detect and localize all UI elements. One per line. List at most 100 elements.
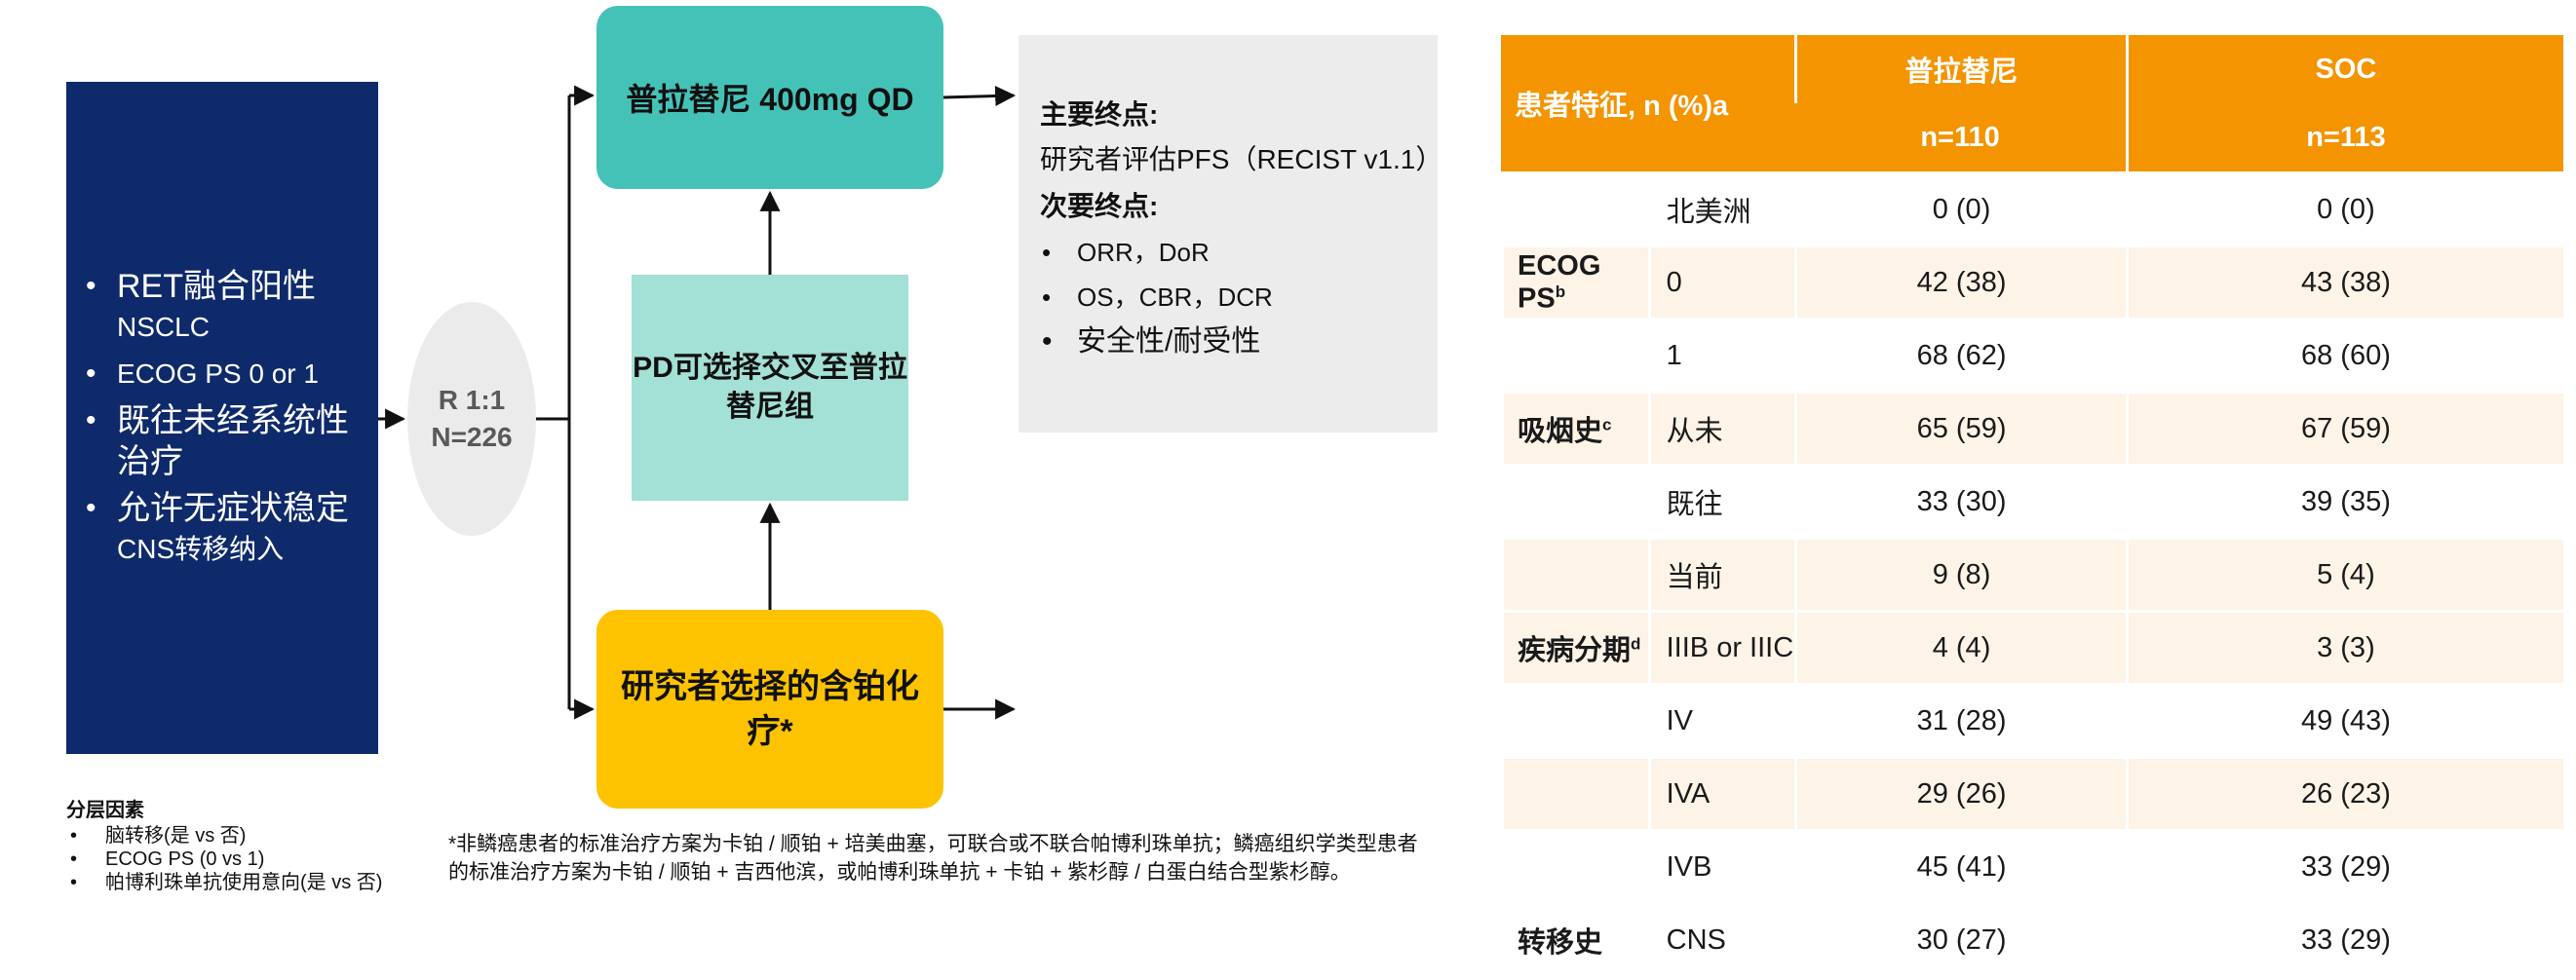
table-cell-category: 吸烟史c	[1501, 391, 1648, 464]
footnote: *非鳞癌患者的标准治疗方案为卡铂 / 顺铂 + 培美曲塞，可联合或不联合帕博利珠…	[448, 833, 1418, 884]
table-cell-soc: 49 (43)	[2125, 683, 2563, 756]
table-cell-soc: 3 (3)	[2125, 610, 2563, 683]
table-cell-pralsetinib: 45 (41)	[1794, 829, 2126, 902]
flow-connectors	[378, 85, 1017, 720]
eligibility-item-sub: ECOG PS 0 or 1	[117, 358, 319, 389]
table-cell-category: 疾病分期d	[1501, 610, 1648, 683]
eligibility-item: 允许无症状稳定 CNS转移纳入	[80, 488, 357, 570]
table-cell-category: 转移史	[1501, 902, 1648, 975]
eligibility-item: ECOG PS 0 or 1	[80, 354, 357, 395]
category-label: ECOG PS	[1518, 249, 1601, 315]
category-label: 疾病分期	[1518, 635, 1632, 666]
table-cell-soc: 68 (60)	[2125, 318, 2563, 391]
table-cell-soc: 0 (0)	[2125, 171, 2563, 245]
table-cell-pralsetinib: 29 (26)	[1794, 756, 2126, 829]
table-cell-category	[1501, 464, 1648, 537]
category-footnote-mark: b	[1555, 282, 1566, 301]
table-header-characteristic: 患者特征, n (%)a	[1501, 35, 1795, 171]
table-cell-category	[1501, 683, 1648, 756]
table-cell-pralsetinib: 65 (59)	[1794, 391, 2126, 464]
stratification-factors: 分层因素 脑转移(是 vs 否) ECOG PS (0 vs 1) 帕博利珠单抗…	[66, 799, 437, 894]
eligibility-item-main: 既往未经系统性治疗	[117, 402, 349, 480]
secondary-endpoint-item: 安全性/耐受性	[1040, 320, 1438, 364]
eligibility-item-sub: CNS转移纳入	[117, 534, 285, 564]
table-header-pralsetinib-n: n=110	[1794, 103, 2126, 171]
eligibility-item-main: 允许无症状稳定	[117, 490, 349, 527]
table-cell-soc: 33 (29)	[2125, 902, 2563, 975]
secondary-endpoint-item: ORR，DoR	[1040, 230, 1438, 275]
table-cell-subgroup: 0	[1647, 245, 1795, 318]
category-footnote-mark: c	[1602, 415, 1612, 434]
table-cell-subgroup: 北美洲	[1647, 171, 1795, 245]
table-cell-category: ECOG PSb	[1501, 245, 1648, 318]
primary-endpoint-title: 主要终点:	[1040, 99, 1159, 130]
table-cell-soc: 33 (29)	[2125, 829, 2563, 902]
category-footnote-mark: d	[1631, 634, 1641, 654]
eligibility-item-sub: NSCLC	[117, 312, 210, 342]
category-label: 转移史	[1518, 927, 1603, 959]
category-label: 吸烟史	[1518, 416, 1603, 447]
stratification-item: 帕博利珠单抗使用意向(是 vs 否)	[66, 871, 437, 894]
table-cell-soc: 39 (35)	[2125, 464, 2563, 537]
chemo-arm: 研究者选择的含铂化疗*	[596, 610, 943, 809]
table-cell-subgroup: 当前	[1647, 537, 1795, 610]
table-cell-subgroup: CNS	[1647, 902, 1795, 975]
primary-endpoint: 研究者评估PFS（RECIST v1.1）	[1040, 144, 1443, 174]
eligibility-item-main: RET融合阳性	[117, 268, 316, 305]
table-header-soc: SOC	[2125, 35, 2563, 103]
table-cell-category	[1501, 756, 1648, 829]
randomization-node: R 1:1 N=226	[407, 302, 536, 536]
table-cell-pralsetinib: 42 (38)	[1794, 245, 2126, 318]
table-cell-category	[1501, 318, 1648, 391]
table-cell-category	[1501, 537, 1648, 610]
table-cell-subgroup: IVB	[1647, 829, 1795, 902]
table-cell-subgroup: 从未	[1647, 391, 1795, 464]
table-header-pralsetinib: 普拉替尼	[1794, 35, 2126, 103]
table-cell-subgroup: IV	[1647, 683, 1795, 756]
eligibility-box: RET融合阳性 NSCLC ECOG PS 0 or 1 既往未经系统性治疗 允…	[66, 82, 378, 754]
table-cell-soc: 26 (23)	[2125, 756, 2563, 829]
pralsetinib-arm: 普拉替尼 400mg QD	[596, 6, 943, 189]
stratification-title: 分层因素	[66, 800, 144, 821]
table-cell-subgroup: IIIB or IIIC	[1647, 610, 1795, 683]
randomization-n: N=226	[431, 422, 513, 452]
stratification-item: 脑转移(是 vs 否)	[66, 824, 437, 848]
table-cell-pralsetinib: 33 (30)	[1794, 464, 2126, 537]
table-cell-pralsetinib: 68 (62)	[1794, 318, 2126, 391]
table-cell-subgroup: IVA	[1647, 756, 1795, 829]
table-header-soc-n: n=113	[2125, 103, 2563, 171]
secondary-endpoint-title: 次要终点:	[1040, 191, 1159, 221]
table-cell-soc: 67 (59)	[2125, 391, 2563, 464]
table-cell-soc: 43 (38)	[2125, 245, 2563, 318]
stratification-item: ECOG PS (0 vs 1)	[66, 848, 437, 871]
crossover-box: PD可选择交叉至普拉替尼组	[632, 275, 908, 501]
eligibility-item: 既往未经系统性治疗	[80, 400, 357, 482]
table-cell-category	[1501, 171, 1648, 245]
table-cell-subgroup: 既往	[1647, 464, 1795, 537]
table-cell-pralsetinib: 31 (28)	[1794, 683, 2126, 756]
table-cell-category	[1501, 829, 1648, 902]
table-cell-subgroup: 1	[1647, 318, 1795, 391]
table-cell-pralsetinib: 30 (27)	[1794, 902, 2126, 975]
table-cell-soc: 5 (4)	[2125, 537, 2563, 610]
endpoints-panel: 主要终点: 研究者评估PFS（RECIST v1.1） 次要终点: ORR，Do…	[1019, 35, 1443, 433]
randomization-ratio: R 1:1	[438, 385, 506, 415]
table-cell-pralsetinib: 4 (4)	[1794, 610, 2126, 683]
eligibility-item: RET融合阳性 NSCLC	[80, 266, 357, 348]
secondary-endpoint-item: OS，CBR，DCR	[1040, 275, 1438, 320]
table-cell-pralsetinib: 0 (0)	[1794, 171, 2126, 245]
arrow-pralsetinib-to-endpoints	[942, 86, 1017, 107]
table-cell-pralsetinib: 9 (8)	[1794, 537, 2126, 610]
